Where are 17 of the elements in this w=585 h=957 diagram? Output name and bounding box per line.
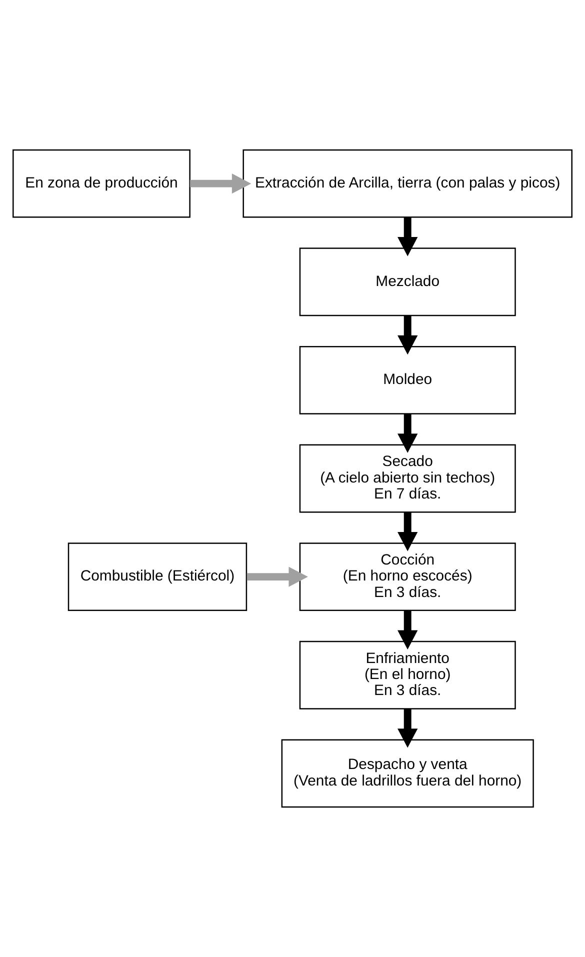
arrow — [398, 414, 418, 453]
node-box: Enfriamiento (En el horno) En 3 días. — [299, 640, 516, 710]
arrow — [398, 708, 418, 748]
node-box: Combustible (Estiércol) — [68, 542, 248, 612]
node-box: Extracción de Arcilla, tierra (con palas y picos) — [242, 149, 572, 218]
node-box: Despacho y venta (Venta de ladrillos fuera del horno) — [281, 739, 534, 808]
arrow — [190, 173, 252, 194]
node-box: Secado (A cielo abierto sin techos) En 7 días. — [299, 444, 516, 513]
arrow — [398, 316, 418, 355]
arrow — [398, 610, 418, 650]
node-box: Cocción (En horno escocés) En 3 días. — [299, 542, 516, 612]
arrow — [398, 217, 418, 256]
node-box: Moldeo — [299, 346, 516, 414]
arrow — [246, 566, 308, 587]
node-box: En zona de producción — [12, 149, 190, 218]
node-box: Mezclado — [299, 248, 516, 316]
arrow — [398, 512, 418, 552]
